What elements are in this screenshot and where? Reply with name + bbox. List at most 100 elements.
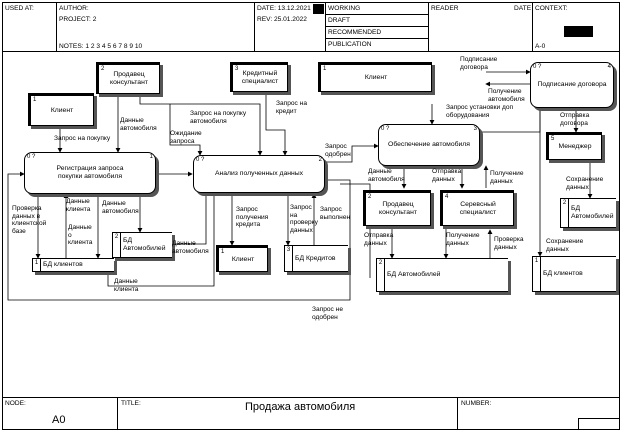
entity-label: Клиент — [231, 255, 255, 263]
context-label: CONTEXT: — [535, 5, 568, 12]
flow-label: Отправка данных — [432, 168, 462, 183]
store-number: 2 — [561, 199, 569, 227]
process-provide-car: 0 ? 3 Обеспечение автомобиля — [378, 124, 480, 166]
entity-client-mid: 1 Клиент — [216, 245, 268, 272]
entity-service-specialist: 4 Серевсный специалист — [440, 190, 514, 226]
process-status: 0 ? — [196, 157, 205, 163]
process-label: Подписание договора — [537, 81, 607, 88]
footer-divider — [2, 397, 620, 398]
process-label: Обеспечение автомобиля — [388, 141, 470, 148]
header-row-line — [325, 14, 428, 15]
process-sign-contract: 0 ? 4 Подписание договора — [530, 62, 614, 108]
entity-number: 5 — [551, 136, 555, 142]
process-status: 0 ? — [533, 64, 542, 70]
entity-label: Клиент — [50, 106, 74, 114]
flow-label: Запрос не одобрен — [312, 306, 343, 321]
process-status: 0 ? — [27, 154, 36, 160]
flow-label: Данные автомобиля — [120, 117, 157, 132]
flow-label: Запрос установки доп оборудования — [446, 104, 514, 119]
footer-corner-line — [578, 418, 620, 419]
flow-label: Запрос на покупку — [54, 135, 111, 142]
header-col-line — [254, 2, 255, 51]
working-marker — [313, 4, 324, 14]
store-label: БД клиентов — [43, 261, 83, 268]
process-number: 4 — [607, 64, 611, 70]
store-clients-2: 1 БД клиентов — [532, 256, 616, 292]
reader-date-label: DATE — [514, 5, 532, 12]
process-register-request: 0 ? 1 Регистрация запроса покупки автомо… — [24, 152, 156, 194]
flow-label: Данные о клиента — [68, 224, 93, 247]
header-divider — [2, 51, 620, 52]
status-publication: PUBLICATION — [328, 41, 372, 48]
flow-label: Получение данных — [446, 232, 480, 247]
flow-label: Данные автомобиля — [368, 168, 405, 183]
entity-label: Продавец консультант — [110, 71, 148, 86]
status-working: WORKING — [328, 5, 361, 12]
entity-credit-specialist: 3 Кредитный специалист — [230, 62, 288, 92]
header-col-line — [56, 2, 57, 51]
flow-label: Проверка данных в клиентской базе — [12, 205, 47, 235]
store-label: БД Кредитов — [295, 254, 336, 262]
entity-number: 2 — [101, 66, 105, 72]
store-number: 2 — [377, 259, 385, 291]
store-number: 3 — [285, 246, 293, 271]
flow-label: Получение автомобиля — [488, 88, 525, 103]
entity-label: Продавец консультант — [379, 201, 417, 216]
process-number: 1 — [149, 154, 153, 160]
store-cars-3: 2 БД Автомобилей — [560, 198, 616, 228]
entity-label: Серевсный специалист — [459, 201, 497, 216]
entity-seller-2: 2 Продавец консультант — [363, 190, 431, 226]
flow-label: Данные клиента — [66, 198, 91, 213]
process-label: Регистрация запроса покупки автомобиля — [56, 165, 124, 180]
flow-label: Данные автомобиля — [172, 240, 209, 255]
process-number: 2 — [318, 157, 322, 163]
entity-client-top: 1 Клиент — [318, 62, 432, 92]
entity-label: Клиент — [364, 74, 388, 81]
diagram-title: Продажа автомобиля — [245, 401, 356, 413]
flow-label: Проверка данных — [494, 236, 524, 251]
flow-label: Запрос одобрен — [325, 143, 351, 158]
store-cars-2: 2 БД Автомобилей — [376, 258, 508, 292]
header-row-line — [325, 26, 428, 27]
process-analyze-data: 0 ? 2 Анализ полученных данных — [193, 155, 325, 193]
flow-label: Сохранение данных — [546, 238, 584, 253]
node-value: A0 — [52, 414, 66, 426]
store-label: БД Автомобилей — [387, 271, 441, 278]
header-row-line — [325, 38, 428, 39]
process-status: 0 ? — [381, 126, 390, 132]
flow-label: Запрос получения кредита — [236, 206, 269, 229]
node-label: NODE: — [5, 400, 26, 407]
store-credits: 3 БД Кредитов — [284, 245, 348, 272]
flow-label: Данные клиента — [114, 278, 139, 293]
header-col-line — [532, 2, 533, 51]
store-number: 2 — [113, 233, 121, 257]
entity-label: Менеджер — [558, 143, 592, 150]
store-number: 1 — [33, 259, 41, 271]
store-label: БД Автомобилей — [571, 205, 614, 220]
number-label: NUMBER: — [461, 400, 492, 407]
footer-col-line — [457, 397, 458, 430]
flow-label: Ожидание запроса — [170, 130, 202, 145]
author-label: AUTHOR: — [59, 5, 89, 12]
flow-label: Запрос на кредит — [276, 100, 307, 115]
flow-label: Отправка договора — [560, 112, 590, 127]
entity-number: 1 — [221, 249, 225, 255]
date-label: DATE: 13.12.2021 — [257, 5, 311, 12]
flow-label: Отправка данных — [364, 232, 394, 247]
entity-seller: 2 Продавец консультант — [96, 62, 160, 94]
entity-number: 2 — [368, 194, 372, 200]
entity-label: Кредитный специалист — [241, 70, 279, 85]
store-label: БД Автомобилей — [123, 237, 166, 252]
context-box — [564, 26, 593, 37]
title-label: TITLE: — [121, 400, 141, 407]
flow-label: Сохранение данных — [566, 176, 604, 191]
store-label: БД клиентов — [543, 270, 583, 277]
reader-label: READER — [431, 5, 459, 12]
flow-label: Подписание договора — [460, 56, 498, 71]
entity-number: 1 — [323, 66, 327, 72]
entity-number: 1 — [33, 97, 37, 103]
header-col-line — [428, 2, 429, 51]
flow-label: Запрос на проверку данных — [290, 204, 318, 234]
footer-col-line — [117, 397, 118, 430]
